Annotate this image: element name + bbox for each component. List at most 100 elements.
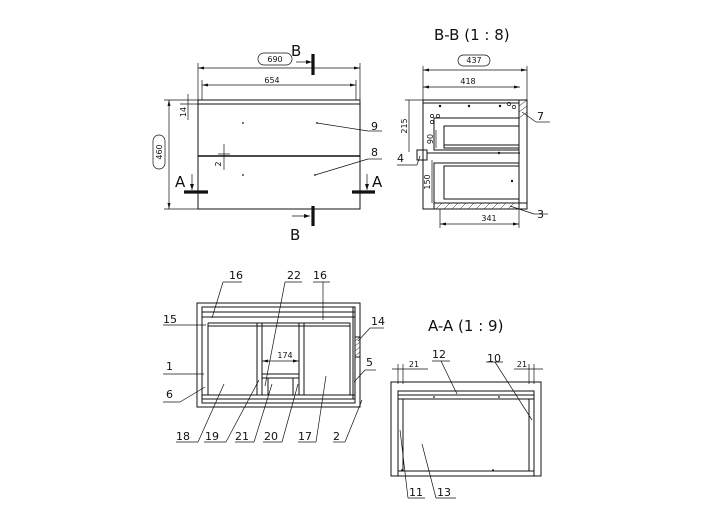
dim-inner-width: 654 — [264, 76, 279, 85]
aa-carcass — [390, 381, 542, 477]
dim-arrow — [293, 359, 299, 363]
hatch-line — [467, 202, 475, 210]
dim-depth-inner: 418 — [460, 77, 475, 86]
section-label-a-right: A — [372, 173, 383, 191]
screw-hole — [498, 104, 502, 108]
section-label-b-bottom: B — [290, 226, 300, 244]
leader-line-6 — [179, 386, 206, 403]
dim-drawer-lower: 150 — [423, 174, 432, 189]
hatch-line — [518, 105, 528, 113]
hatch-line — [518, 111, 528, 119]
dim-arrow — [423, 68, 429, 72]
dim-badge-overall — [257, 52, 293, 66]
hatch-line — [354, 346, 361, 352]
dim-height: 460 — [155, 144, 164, 159]
screw-hole — [430, 120, 434, 124]
leader-line-17 — [315, 375, 327, 443]
dim-top-panel: 14 — [179, 107, 188, 117]
callout-15: 15 — [163, 313, 177, 326]
screw-hole — [510, 179, 514, 183]
bb-upper-drawer-box — [443, 125, 520, 149]
dim-arrow — [198, 66, 204, 70]
leader-line-9 — [316, 122, 369, 132]
screw-hole — [512, 105, 516, 109]
leader-line-3 — [509, 205, 535, 215]
leader-line-19 — [225, 379, 260, 443]
section-arrowhead — [365, 184, 369, 190]
handle-dot — [242, 174, 244, 176]
dim-bottom: 341 — [481, 214, 496, 223]
callout-14: 14 — [371, 315, 385, 328]
front-view: 690 654 460 14 2 9 8 B — [152, 42, 383, 244]
callout-19: 19 — [205, 430, 219, 443]
leader-line-10 — [494, 361, 533, 421]
screw-hole — [467, 104, 471, 108]
callout-6: 6 — [166, 388, 173, 401]
bb-handle — [416, 149, 428, 161]
callout-16b: 16 — [313, 269, 327, 282]
screw-hole — [438, 104, 442, 108]
dim-arrow — [440, 222, 446, 226]
leader-line-2 — [344, 399, 363, 443]
section-arrowhead — [190, 184, 194, 190]
divider-left — [256, 322, 263, 396]
hatch-line — [435, 202, 443, 210]
dim-drawer-gap: 90 — [426, 134, 435, 144]
dim-shelf: 174 — [277, 351, 292, 360]
leader-line-16a — [211, 281, 224, 319]
callout-1: 1 — [166, 360, 173, 373]
dim-arrow — [202, 83, 208, 87]
section-aa: A-A (1 : 9) 21 21 12 10 — [390, 317, 543, 499]
bb-back-panel — [518, 99, 528, 210]
screw-hole — [436, 114, 440, 118]
leader-line-21 — [253, 383, 273, 443]
leader-line-7 — [521, 111, 537, 123]
section-bb: B-B (1 : 8) 437 418 — [397, 26, 550, 228]
callout-11: 11 — [409, 486, 423, 499]
handle-dot — [242, 122, 244, 124]
callout-13: 13 — [437, 486, 451, 499]
dim-arrow — [514, 85, 520, 89]
section-bb-title: B-B (1 : 8) — [434, 26, 510, 44]
section-label-a-left: A — [175, 173, 186, 191]
dim-arrow — [167, 100, 171, 106]
dim-overall-width: 690 — [267, 55, 282, 64]
dim-right: 21 — [517, 360, 527, 369]
screw-hole — [498, 396, 500, 398]
screw-hole — [401, 469, 403, 471]
bb-lower-drawer-box — [443, 165, 520, 200]
dim-badge-height — [152, 134, 166, 170]
dim-left: 21 — [409, 360, 419, 369]
dim-arrow — [521, 68, 527, 72]
dim-arrow — [262, 359, 268, 363]
callout-3: 3 — [537, 208, 544, 221]
aa-side-right — [528, 398, 535, 472]
dim-arrow — [423, 85, 429, 89]
hatch-line — [491, 202, 499, 210]
callout-8: 8 — [371, 146, 378, 159]
callout-4: 4 — [397, 152, 404, 165]
callout-10: 10 — [487, 352, 501, 365]
section-arrowhead — [304, 214, 310, 218]
hatch-line — [518, 99, 528, 107]
leader-line-12 — [440, 360, 458, 395]
hatch-line — [354, 351, 361, 357]
leader-line-14 — [357, 327, 371, 342]
leader-line-8 — [314, 158, 369, 176]
callout-2: 2 — [333, 430, 340, 443]
dim-arrow — [350, 83, 356, 87]
section-aa-title: A-A (1 : 9) — [428, 317, 503, 335]
callout-17: 17 — [298, 430, 312, 443]
aa-bottom-board — [397, 470, 535, 477]
hatch-line — [451, 202, 459, 210]
leader-line-13 — [421, 443, 437, 499]
bb-carcass — [422, 99, 528, 210]
dim-gap: 2 — [214, 161, 223, 166]
dim-arrow — [354, 66, 360, 70]
callout-20: 20 — [264, 430, 278, 443]
leader-line-4 — [416, 155, 421, 166]
hatch-line — [483, 202, 491, 210]
callout-5: 5 — [366, 356, 373, 369]
hatch-line — [499, 202, 507, 210]
